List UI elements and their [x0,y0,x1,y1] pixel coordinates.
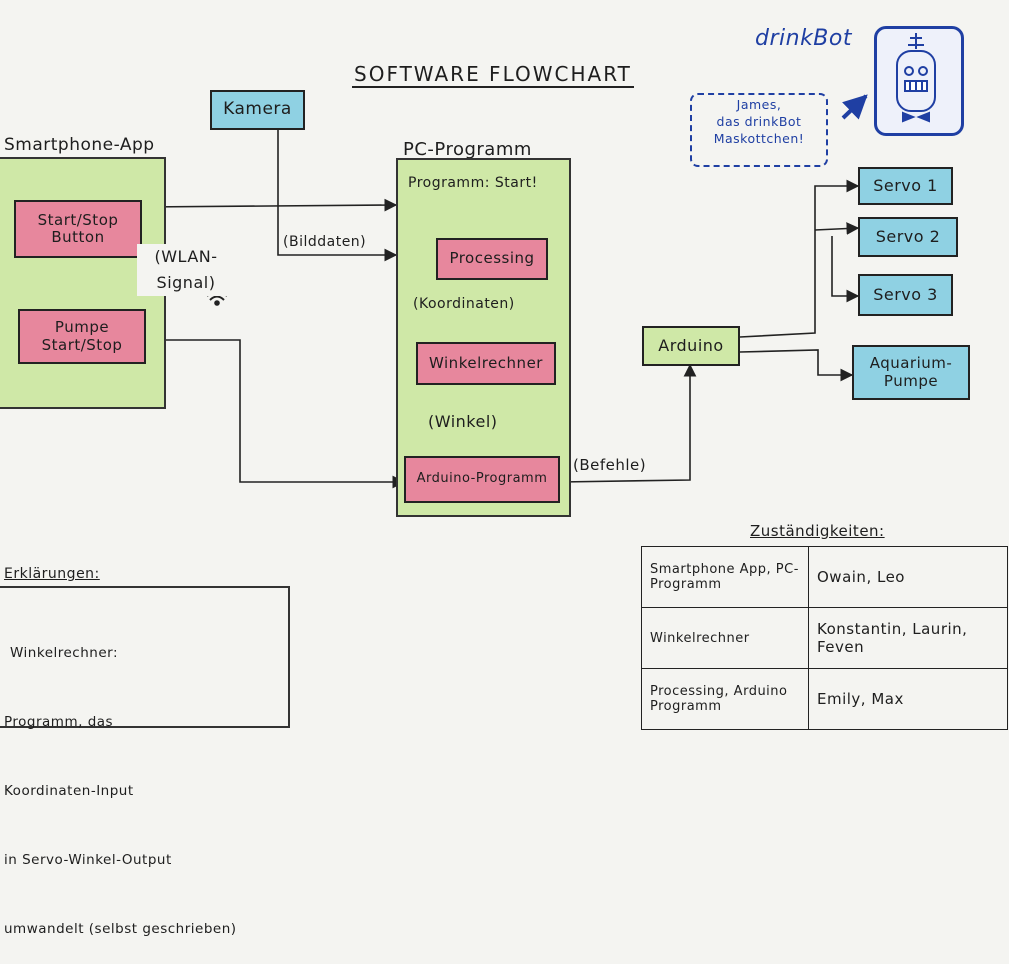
task-cell: Smartphone App, PC-Programm [641,546,809,608]
angle-calculator-box: Winkelrechner [416,342,556,385]
servo-1-box: Servo 1 [858,167,953,205]
connector-pump-arduino-program [146,339,406,489]
table-row: Processing, Arduino Programm Emily, Max [641,668,1008,730]
mascot-arrow-icon [841,94,868,120]
processing-box: Processing [436,238,548,280]
bubble-line-1: James, [736,97,782,112]
people-cell: Konstantin, Laurin, Feven [808,607,1008,669]
pc-program-title: PC-Programm [403,139,532,160]
legend-text: Winkelrechner: Programm, das Koordinaten… [4,596,237,964]
mascot-frame [874,26,964,136]
legend-title: Erklärungen: [4,566,100,582]
pump-start-stop-button: Pumpe Start/Stop [18,309,146,364]
people-cell: Emily, Max [808,668,1008,730]
connector-arduino-program-arduino [559,363,697,483]
table-row: Winkelrechner Konstantin, Laurin, Feven [641,607,1008,669]
mascot-speech-bubble: James, das drinkBot Maskottchen! [690,93,828,167]
angle-label: (Winkel) [428,412,498,431]
connector-arduino-pump [739,349,854,382]
smartphone-app-title: Smartphone-App [4,135,155,155]
responsibilities-title: Zuständigkeiten: [750,522,885,540]
image-data-label: (Bilddaten) [283,234,367,250]
page-title: SOFTWARE FLOWCHART [352,62,634,88]
servo-2-box: Servo 2 [858,217,958,257]
legend-line-1: Winkelrechner: [10,645,119,661]
aquarium-pump-box: Aquarium-Pumpe [852,345,970,400]
legend-line-2: Programm, das [4,714,114,730]
task-cell: Processing, Arduino Programm [641,668,809,730]
legend-line-3: Koordinaten-Input [4,783,134,799]
legend-line-5: umwandelt (selbst geschrieben) [4,921,237,937]
bubble-line-3: Maskottchen! [713,130,805,146]
table-row: Smartphone App, PC-Programm Owain, Leo [641,546,1008,608]
wlan-signal-label: (WLAN-Signal) [137,244,235,296]
robot-mascot-icon [896,33,936,123]
task-cell: Winkelrechner [641,607,809,669]
legend-box [0,586,290,728]
connector-startstop-pc [141,198,398,212]
servo-3-box: Servo 3 [858,274,953,316]
arduino-box: Arduino [642,326,740,366]
brand-name: drinkBot [755,26,852,51]
start-stop-button: Start/Stop Button [14,200,142,258]
commands-label: (Befehle) [573,456,647,474]
responsibilities-table: Smartphone App, PC-Programm Owain, Leo W… [641,546,1008,730]
connector-camera-pc [277,130,398,262]
bubble-line-2: das drinkBot [716,113,802,129]
connector-arduino-servos [739,179,860,338]
arduino-program-box: Arduino-Programm [404,456,560,503]
camera-box: Kamera [210,90,305,130]
coordinates-label: (Koordinaten) [413,296,515,312]
people-cell: Owain, Leo [808,546,1008,608]
legend-line-4: in Servo-Winkel-Output [4,852,172,868]
program-start-label: Programm: Start! [408,175,538,191]
